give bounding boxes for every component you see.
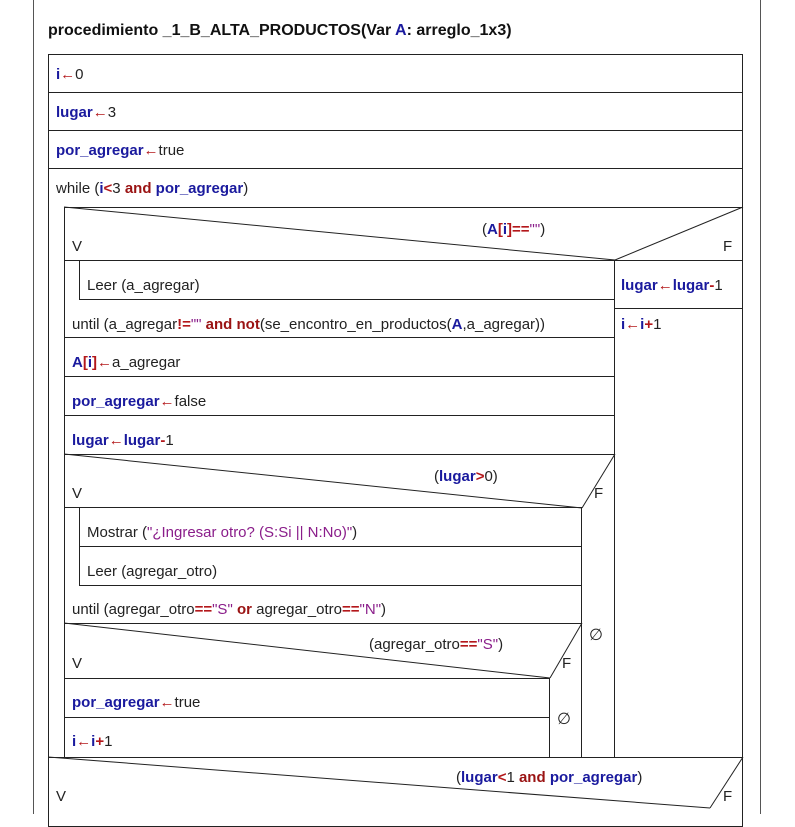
lugar-decrement-text: lugar←lugar-1 xyxy=(72,432,174,449)
por-agregar-true-text: por_agregar←true xyxy=(72,694,201,711)
page-border-right xyxy=(760,0,761,814)
if3-true-label: V xyxy=(72,655,83,672)
if-lugar-less-than-one xyxy=(48,757,743,827)
mostrar-text: Mostrar ("¿Ingresar otro? (S:Si || N:No)… xyxy=(87,524,358,541)
stmt-lugar-init xyxy=(48,92,743,131)
leer-agregar-otro-text: Leer (agregar_otro) xyxy=(87,563,218,580)
stmt-mostrar xyxy=(79,507,582,547)
if1-false-label: F xyxy=(723,238,733,255)
stmt-else-lugar-decrement xyxy=(614,260,743,309)
stmt-lugar-init-text: lugar←3 xyxy=(56,104,117,121)
array-assign-text: A[i]←a_agregar xyxy=(72,354,181,371)
stmt-por-agregar-init xyxy=(48,130,743,169)
if2-false-label: F xyxy=(594,485,604,502)
if2-condition: (lugar>0) xyxy=(434,468,498,485)
if3-condition: (agregar_otro=="S") xyxy=(369,636,504,653)
stmt-i-init-text: i←0 xyxy=(56,66,84,83)
if4-true-label: V xyxy=(56,788,67,805)
stmt-por-agregar-true xyxy=(64,678,550,718)
stmt-leer-agregar-otro xyxy=(79,546,582,586)
if4-condition: (lugar<1 and por_agregar) xyxy=(456,769,643,786)
if2-true-label: V xyxy=(72,485,83,502)
until-a-agregar-condition: until (a_agregar!="" and not(se_encontro… xyxy=(72,316,546,333)
empty-set-if3-false: ∅ xyxy=(557,711,571,728)
procedure-title: procedimiento _1_B_ALTA_PRODUCTOS(Var A:… xyxy=(48,22,512,39)
stmt-lugar-decrement xyxy=(64,415,615,455)
if1-condition: (A[i]=="") xyxy=(482,221,546,238)
por-agregar-false-text: por_agregar←false xyxy=(72,393,207,410)
empty-set-if2-false: ∅ xyxy=(589,627,603,644)
leer-a-agregar-text: Leer (a_agregar) xyxy=(87,277,200,294)
stmt-por-agregar-init-text: por_agregar←true xyxy=(56,142,185,159)
if3-false-label: F xyxy=(562,655,572,672)
if4-false-label: F xyxy=(723,788,733,805)
stmt-i-init xyxy=(48,54,743,93)
else-branch-array xyxy=(614,260,743,758)
page-border-left xyxy=(33,0,34,814)
stmt-por-agregar-false xyxy=(64,376,615,416)
else-lugar-decrement-text: lugar←lugar-1 xyxy=(621,277,723,294)
stmt-leer-a-agregar xyxy=(79,260,615,300)
i-increment-text: i←i+1 xyxy=(72,733,113,750)
until-agregar-otro-condition: until (agregar_otro=="S" or agregar_otro… xyxy=(72,601,387,618)
while-condition: while (i<3 and por_agregar) xyxy=(56,180,249,197)
else-i-increment-text: i←i+1 xyxy=(621,316,662,333)
stmt-array-assign xyxy=(64,337,615,377)
stmt-i-increment xyxy=(64,717,550,758)
if1-true-label: V xyxy=(72,238,83,255)
